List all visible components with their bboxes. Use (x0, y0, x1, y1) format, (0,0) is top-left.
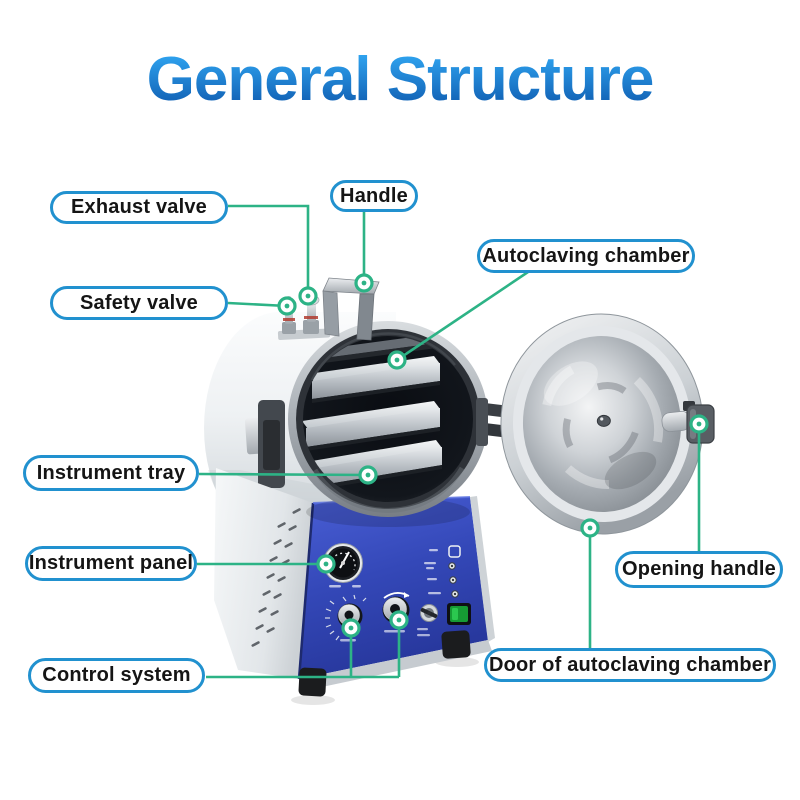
marker (358, 465, 378, 485)
line-safety-valve (227, 301, 288, 308)
marker (689, 414, 709, 434)
marker (341, 618, 361, 638)
label-opening-handle: Opening handle (615, 551, 783, 588)
door-hinge (476, 398, 507, 446)
label-autoclaving-chamber: Autoclaving chamber (477, 239, 695, 273)
label-exhaust-valve: Exhaust valve (50, 191, 228, 224)
page-title: General Structure (0, 44, 800, 115)
marker (277, 296, 297, 316)
marker (580, 518, 600, 538)
instrument-trays (303, 336, 452, 490)
vent-slots (251, 508, 301, 647)
autoclave-machine (204, 277, 715, 705)
machine-foot (298, 667, 327, 697)
marker (298, 286, 318, 306)
label-instrument-panel: Instrument panel (25, 546, 197, 581)
marker (354, 273, 374, 293)
key-switch (417, 604, 438, 637)
callout-markers (277, 273, 709, 638)
selector-knob (382, 592, 410, 633)
marker (316, 554, 336, 574)
machine-foot (441, 630, 471, 659)
marker (387, 350, 407, 370)
indicator-lights (424, 545, 461, 598)
label-control-system: Control system (28, 658, 205, 693)
label-instrument-tray: Instrument tray (23, 455, 199, 491)
timer-knob (325, 594, 367, 642)
line-exhaust-valve (228, 204, 310, 296)
pedestal-side-panel (214, 468, 313, 679)
power-switch (447, 603, 471, 625)
door-center-hub (596, 414, 611, 427)
chamber-door (500, 313, 704, 535)
line-autoclaving-chamber (396, 270, 529, 362)
body-latch (244, 400, 285, 488)
label-door-of-autoclaving-chamber: Door of autoclaving chamber (484, 648, 776, 682)
label-handle: Handle (330, 180, 418, 212)
marker (389, 610, 409, 630)
label-safety-valve: Safety valve (50, 286, 228, 320)
floor-shadow (291, 695, 335, 705)
line-instrument-tray (198, 472, 369, 477)
